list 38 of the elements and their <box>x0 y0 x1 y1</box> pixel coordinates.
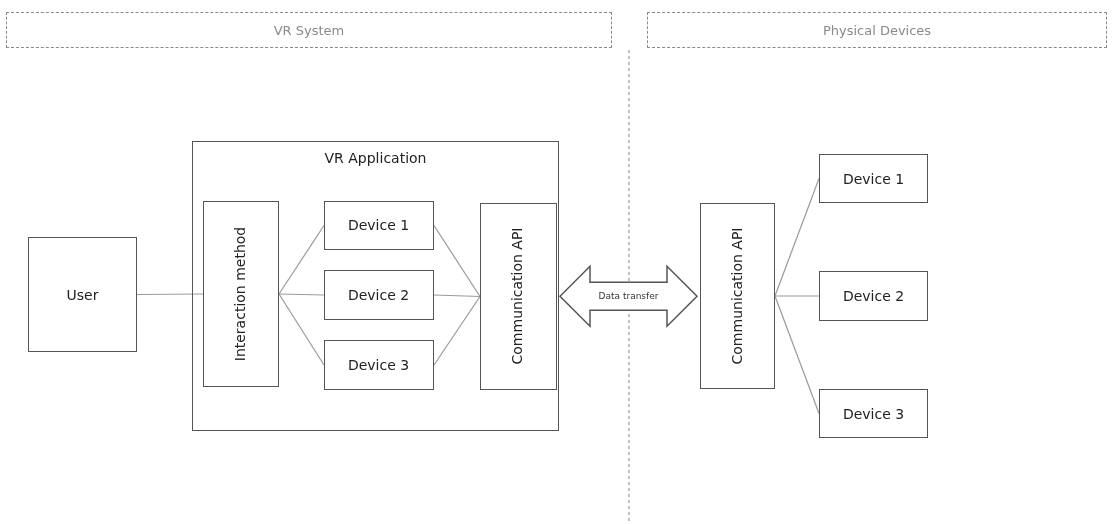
group-box <box>192 141 559 431</box>
node-label: Communication API <box>509 226 527 367</box>
node-label: Device 1 <box>347 217 410 233</box>
node-label: Device 2 <box>347 286 410 303</box>
process-box <box>323 200 434 250</box>
connector-line <box>774 177 820 297</box>
section-band <box>647 12 1107 48</box>
connector-line <box>433 294 481 298</box>
node-label: Device 3 <box>347 356 410 373</box>
process-box <box>819 389 928 438</box>
connector-line <box>774 295 820 297</box>
group-title: VR Application <box>324 150 427 166</box>
node-label: Device 3 <box>842 405 905 422</box>
process-box <box>819 271 928 321</box>
process-box <box>700 203 775 389</box>
connector-line <box>433 224 481 298</box>
connector-line <box>774 295 820 415</box>
section-heading: Physical Devices <box>822 22 932 38</box>
process-box <box>323 339 434 390</box>
section-heading: VR System <box>273 22 345 38</box>
node-label: Device 2 <box>842 288 905 304</box>
connector-line <box>278 293 325 296</box>
connector-line <box>278 224 325 295</box>
node-label: Communication API <box>728 226 746 367</box>
node-label: Interaction method <box>231 225 249 363</box>
process-box <box>202 200 279 387</box>
connector-line <box>433 295 481 366</box>
edge-label: Data transfer <box>598 291 659 302</box>
double-block-arrow <box>558 264 699 329</box>
process-box <box>479 202 557 390</box>
connector-line <box>136 293 204 296</box>
section-band <box>6 12 612 48</box>
node-label: User <box>66 286 99 303</box>
process-box <box>323 269 434 320</box>
process-box <box>819 154 928 203</box>
connector-line <box>278 293 325 366</box>
process-box <box>28 237 137 352</box>
node-label: Device 1 <box>842 170 905 187</box>
